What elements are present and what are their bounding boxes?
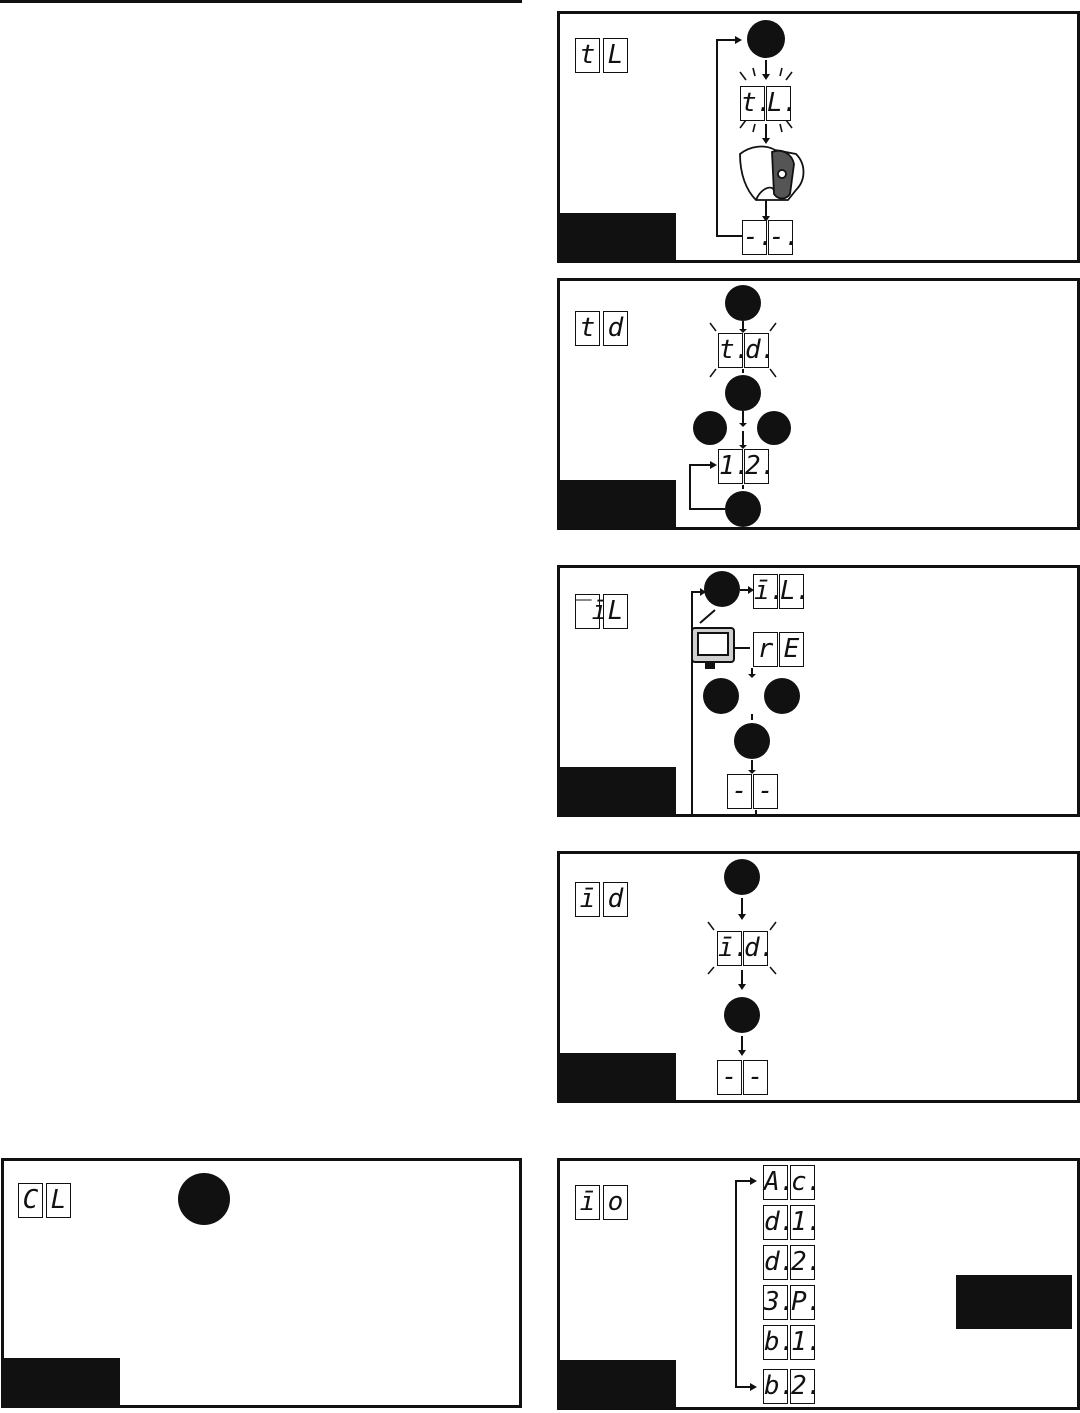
flow-arrows: [560, 568, 1080, 820]
code-digit: L: [46, 1183, 71, 1218]
blink-digit: t.: [740, 86, 765, 121]
panel-tag-block: [4, 1358, 120, 1405]
panel-tl: t L t. L. -. -.: [557, 11, 1080, 263]
hand-remote-illustration: [740, 147, 804, 200]
blink-digit: L.: [766, 86, 791, 121]
panel-mo: ī o A. c. d. 1. d. 2. 3. P. b. 1. b. 2.: [557, 1158, 1080, 1410]
panel-td: t d t. d. 1. 2.: [557, 278, 1080, 530]
flow-arrows: [560, 281, 1080, 533]
panel-ml: ̅ī L ī. L. r E - -: [557, 565, 1080, 817]
step-button-dot[interactable]: [178, 1173, 230, 1225]
panel-md: ī d ī. d. - -: [557, 851, 1080, 1103]
flow-arrows: [560, 854, 1080, 1106]
top-rule: [0, 0, 522, 3]
result-digit: -.: [742, 220, 767, 255]
panel-cl: C L: [1, 1158, 522, 1408]
flow-arrows: [560, 14, 1080, 266]
result-digit: -.: [768, 220, 793, 255]
cycle-arrow: [560, 1161, 1080, 1413]
code-digit: C: [18, 1183, 43, 1218]
